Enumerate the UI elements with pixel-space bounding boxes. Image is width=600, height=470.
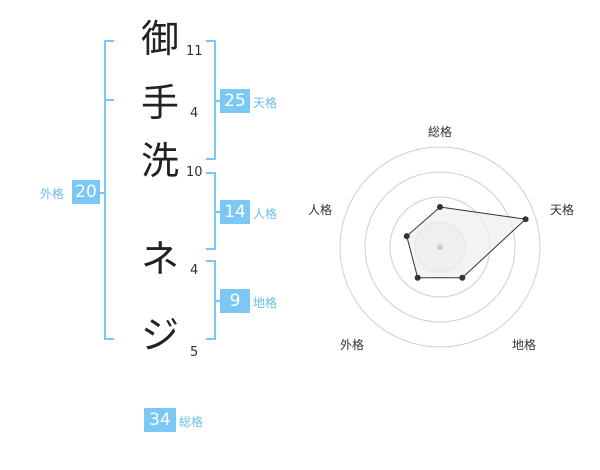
tenkaku-label: 天格 bbox=[253, 96, 278, 110]
radar-point-3 bbox=[414, 274, 421, 281]
soukaku-value: 34 bbox=[144, 408, 176, 432]
radar-point-1 bbox=[522, 216, 529, 223]
jinkaku-tick bbox=[214, 211, 220, 213]
name-char-2: 手 bbox=[140, 81, 179, 125]
radar-points bbox=[403, 204, 529, 281]
radar-axis-label-2: 地格 bbox=[512, 338, 537, 352]
stroke-count-5: 5 bbox=[190, 345, 199, 360]
tenkaku-tick bbox=[214, 100, 220, 102]
stroke-count-1: 11 bbox=[186, 44, 203, 59]
gaikaku-value: 20 bbox=[72, 180, 100, 204]
gaikaku-tick-1 bbox=[104, 99, 114, 101]
jinkaku-value: 14 bbox=[220, 200, 250, 224]
name-char-3: 洗 bbox=[140, 139, 179, 183]
tenkaku-value: 25 bbox=[220, 89, 250, 113]
radar-point-2 bbox=[459, 274, 466, 281]
chikaku-tick bbox=[214, 300, 220, 302]
stroke-count-4: 4 bbox=[190, 263, 199, 278]
radar-polygon bbox=[406, 206, 527, 279]
name-char-1: 御 bbox=[140, 17, 179, 61]
radar-ring-1 bbox=[364, 171, 516, 323]
radar-point-4 bbox=[403, 233, 410, 240]
gaikaku-bracket bbox=[104, 40, 114, 340]
radar-ring-0 bbox=[339, 146, 541, 348]
jinkaku-label: 人格 bbox=[253, 207, 278, 221]
soukaku-label: 総格 bbox=[179, 415, 204, 429]
chikaku-value: 9 bbox=[220, 289, 250, 313]
stroke-count-3: 10 bbox=[186, 165, 203, 180]
radar-axis-label-0: 総格 bbox=[428, 125, 453, 139]
radar-center-dot bbox=[437, 244, 443, 250]
radar-axis-label-3: 外格 bbox=[340, 338, 365, 352]
name-char-4: ネ bbox=[140, 237, 179, 281]
stroke-count-2: 4 bbox=[190, 106, 199, 121]
gaikaku-label: 外格 bbox=[40, 187, 65, 201]
chikaku-label: 地格 bbox=[253, 296, 278, 310]
radar-axis-label-4: 人格 bbox=[308, 203, 333, 217]
gaikaku-tick-2 bbox=[96, 192, 104, 194]
name-char-5: ジ bbox=[140, 313, 179, 357]
radar-point-0 bbox=[437, 204, 443, 210]
radar-axis-label-1: 天格 bbox=[550, 203, 575, 217]
